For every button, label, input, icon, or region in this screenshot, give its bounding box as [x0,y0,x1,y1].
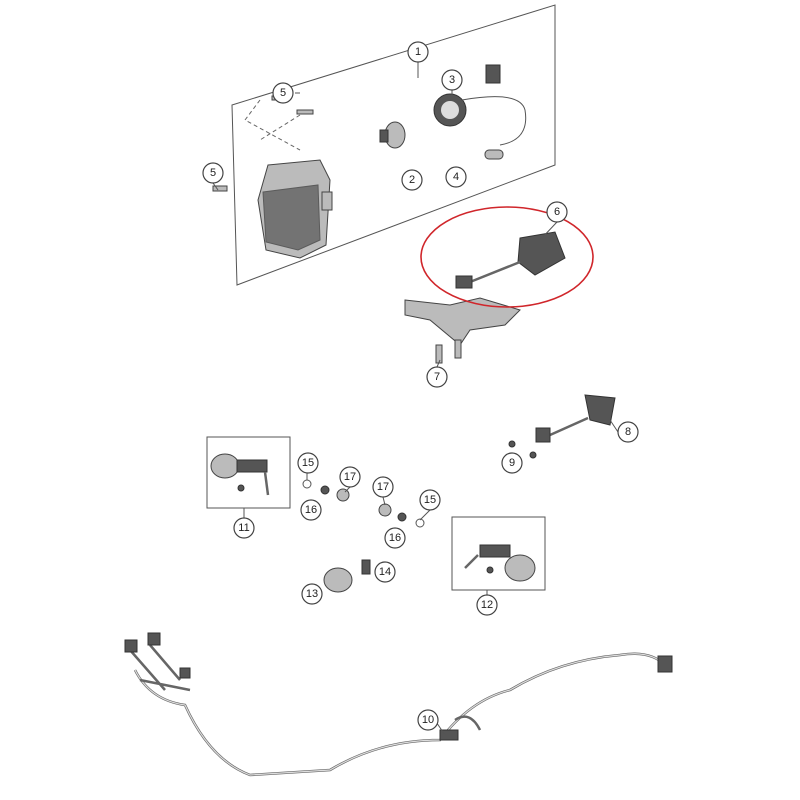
callout-circle [419,489,441,511]
callout-circle [339,466,361,488]
callout-number: 16 [305,504,317,516]
callout-number: 2 [409,174,415,186]
bulb-socket [433,64,527,146]
callout-5: 5 [202,162,224,184]
callout-14: 14 [374,561,396,583]
callout-number: 15 [424,494,436,506]
callout-number: 11 [238,522,249,534]
callout-16: 16 [384,527,406,549]
callout-circle [445,166,467,188]
callout-circle [546,201,568,223]
callout-number: 16 [389,532,401,544]
callout-17: 17 [339,466,361,488]
bulb-h4 [379,121,406,149]
callout-circle [202,162,224,184]
lens-13 [323,567,353,593]
callout-9: 9 [501,452,523,474]
callout-11: 11 [233,517,255,539]
callout-number: 9 [509,457,515,469]
highlight-ellipse [420,206,594,308]
callout-number: 17 [344,471,356,483]
callout-circle [272,82,294,104]
callout-circle [501,452,523,474]
callout-circle [476,594,498,616]
callout-number: 14 [379,566,391,578]
callout-1: 1 [407,41,429,63]
group-frame-headlight [231,4,556,286]
callout-circle [384,527,406,549]
callout-16: 16 [300,499,322,521]
callout-circle [233,517,255,539]
callout-circle [426,366,448,388]
callout-number: 13 [306,588,318,600]
callout-2: 2 [401,169,423,191]
callout-number: 6 [554,206,560,218]
callout-number: 17 [377,481,389,493]
callout-number: 8 [625,426,631,438]
washers-nuts [302,479,425,528]
wiring-harness-10 [124,632,673,777]
callout-10: 10 [417,709,439,731]
screw-14 [361,559,371,575]
part-6-connector [455,231,566,289]
callout-15: 15 [419,489,441,511]
callout-circle [374,561,396,583]
callout-3: 3 [441,69,463,91]
callout-circle [441,69,463,91]
callout-17: 17 [372,476,394,498]
indicator-right-12 [464,544,536,582]
license-lamp-8 [535,394,616,443]
bracket [404,297,521,346]
callout-number: 1 [415,46,421,58]
callout-7: 7 [426,366,448,388]
callout-4: 4 [445,166,467,188]
callout-number: 3 [449,74,455,86]
indicator-left-11 [210,453,270,496]
group-frame-indicator-left [206,436,291,509]
callout-13: 13 [301,583,323,605]
callout-5: 5 [272,82,294,104]
callout-circle [407,41,429,63]
screws-9 [508,440,537,459]
callout-circle [297,452,319,474]
callout-15: 15 [297,452,319,474]
callout-number: 12 [481,599,493,611]
callout-circle [617,421,639,443]
headlight-assembly [257,159,333,259]
callout-circle [401,169,423,191]
callout-number: 15 [302,457,314,469]
callout-number: 4 [453,171,459,183]
callout-6: 6 [546,201,568,223]
callout-number: 10 [422,714,434,726]
callout-number: 5 [280,87,286,99]
screw-5b [212,185,228,192]
callout-circle [300,499,322,521]
parking-bulb [484,149,504,160]
callout-circle [372,476,394,498]
callout-12: 12 [476,594,498,616]
callout-number: 5 [210,167,216,179]
callout-8: 8 [617,421,639,443]
callout-circle [417,709,439,731]
callout-number: 7 [434,371,440,383]
bolts-7 [435,339,462,364]
group-frame-indicator-right [451,516,546,591]
callout-circle [301,583,323,605]
